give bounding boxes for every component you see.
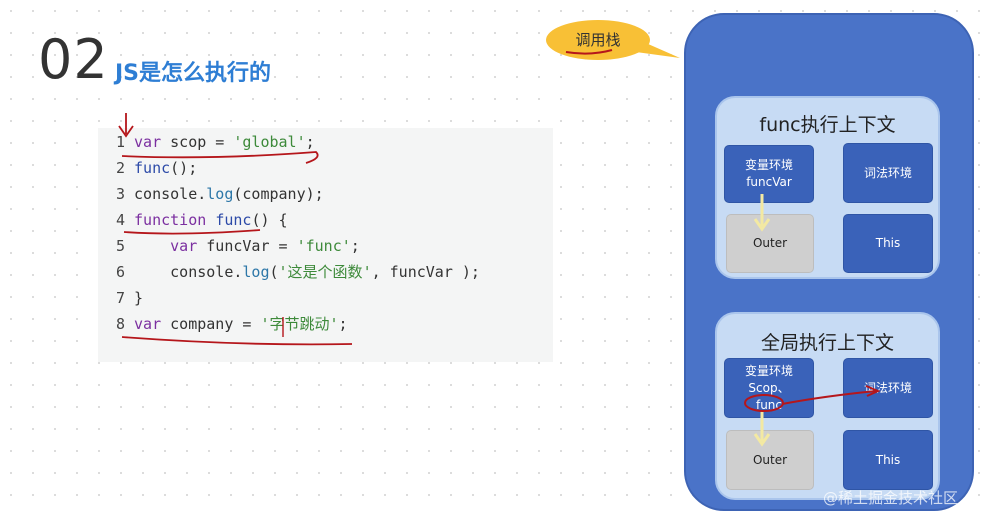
code-token: . xyxy=(197,185,207,203)
line-number: 7 xyxy=(115,289,125,307)
code-token xyxy=(206,211,215,229)
code-token: var xyxy=(134,315,162,333)
code-line: 8 var company = '字节跳动'; xyxy=(98,311,348,337)
global-outer-box: Outer xyxy=(726,430,814,490)
code-line: 4 function func() { xyxy=(98,207,288,233)
code-line: 6 console.log('这是个函数', funcVar ); xyxy=(98,259,480,285)
global-lexical-env-box: 词法环境 xyxy=(843,358,933,418)
global-variable-env-box: 变量环境 Scop、 func xyxy=(724,358,814,418)
code-token: 'global' xyxy=(233,133,306,151)
code-token: func xyxy=(134,159,171,177)
line-number: 6 xyxy=(115,263,125,281)
global-variable-env-label: 变量环境 xyxy=(744,363,793,378)
func-lexical-env-box: 词法环境 xyxy=(843,143,933,203)
slide-number: 02 xyxy=(38,28,109,91)
global-outer-label: Outer xyxy=(752,452,788,467)
global-this-box: This xyxy=(843,430,933,490)
func-variable-env-box: 变量环境 funcVar xyxy=(724,145,814,203)
code-token: ; xyxy=(305,133,315,151)
code-token: var xyxy=(134,133,162,151)
global-lexical-env-label: 词法环境 xyxy=(863,380,912,395)
code-token: 'func' xyxy=(296,237,351,255)
line-number: 2 xyxy=(115,159,125,177)
code-line: 7 } xyxy=(98,285,143,311)
code-token: scop = xyxy=(161,133,234,151)
line-number: 1 xyxy=(115,133,125,151)
code-line: 3 console.log(company); xyxy=(98,181,324,207)
line-number: 3 xyxy=(115,185,125,203)
func-outer-label: Outer xyxy=(752,236,788,250)
global-this-label: This xyxy=(875,452,901,467)
code-token: log xyxy=(206,185,234,203)
code-token: function xyxy=(134,211,207,229)
func-variable-env-value: funcVar xyxy=(746,175,792,189)
code-line: 1 var scop = 'global'; xyxy=(98,129,315,155)
func-lexical-env-label: 词法环境 xyxy=(863,165,912,180)
watermark: @稀土掘金技术社区 xyxy=(823,489,959,507)
global-context-title: 全局执行上下文 xyxy=(760,332,894,354)
line-number: 4 xyxy=(115,211,125,229)
code-token: var xyxy=(170,237,198,255)
line-number: 5 xyxy=(115,237,125,255)
code-token: ( xyxy=(269,263,279,281)
code-token: '这是个函数' xyxy=(278,263,372,281)
code-token: console xyxy=(134,185,198,203)
code-token: ; xyxy=(350,237,360,255)
code-token: () { xyxy=(251,211,288,229)
call-stack-callout: 调用栈 xyxy=(546,20,650,60)
func-variable-env-label: 变量环境 xyxy=(744,158,793,172)
func-this-box: This xyxy=(843,214,933,273)
code-token: console. xyxy=(134,263,243,281)
func-outer-box: Outer xyxy=(726,214,814,273)
code-token: company = xyxy=(161,315,261,333)
code-token: (); xyxy=(170,159,198,177)
slide-title: JS是怎么执行的 xyxy=(115,61,272,86)
code-token xyxy=(134,237,170,255)
code-token: log xyxy=(242,263,270,281)
code-token: (company); xyxy=(233,185,324,203)
func-this-label: This xyxy=(875,236,901,250)
code-token: ; xyxy=(338,315,348,333)
global-variable-env-scop: Scop、 xyxy=(748,380,790,395)
code-token: funcVar = xyxy=(197,237,297,255)
func-context-title: func执行上下文 xyxy=(759,114,896,136)
global-variable-env-func: func xyxy=(755,397,783,412)
code-line: 5 var funcVar = 'func'; xyxy=(98,233,360,259)
code-line: 2 func(); xyxy=(98,155,197,181)
code-token: func xyxy=(215,211,252,229)
code-token: '字节跳动' xyxy=(260,315,339,333)
code-block: 1 var scop = 'global'; 2 func(); 3 conso… xyxy=(98,128,553,362)
line-number: 8 xyxy=(115,315,125,333)
code-token: } xyxy=(134,289,144,307)
code-token: , funcVar ); xyxy=(371,263,480,281)
